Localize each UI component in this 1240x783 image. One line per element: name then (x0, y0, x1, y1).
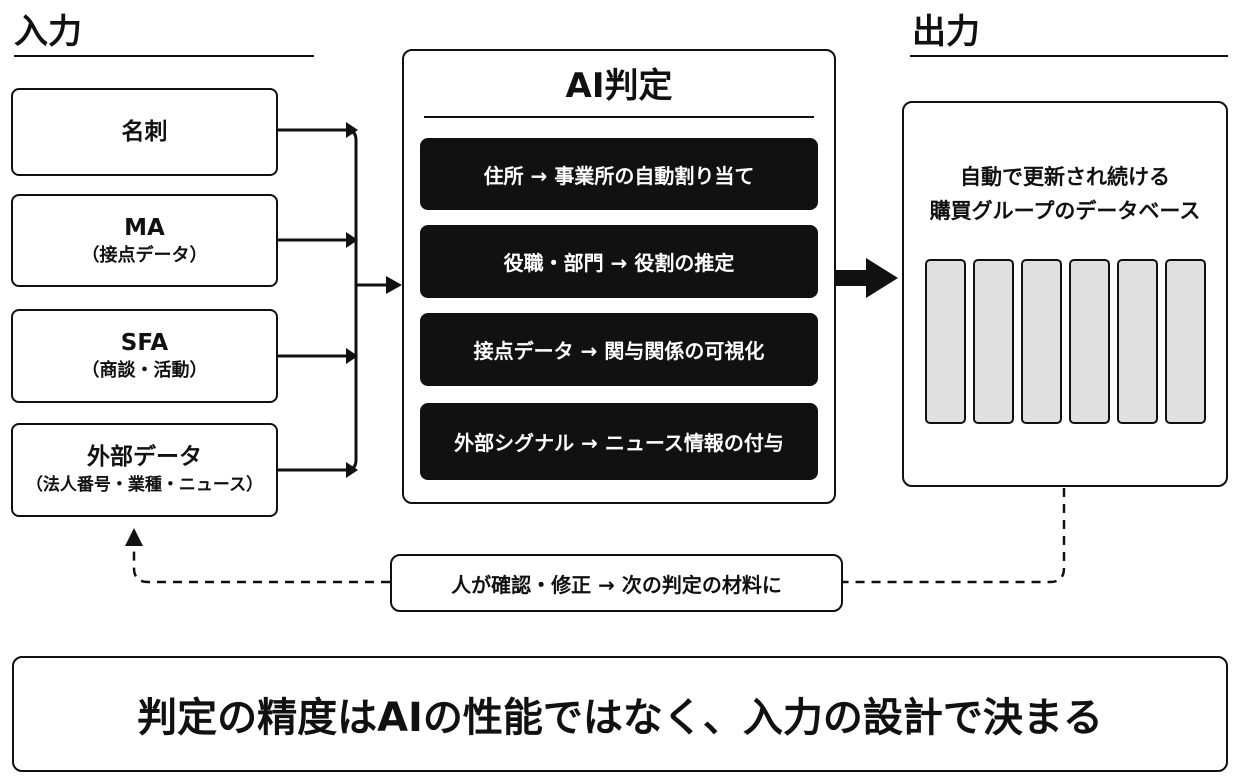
database-column-5 (1117, 259, 1158, 424)
ai-rule-address: 住所 → 事業所の自動割り当て (420, 138, 818, 210)
input-card-external-data: 外部データ （法人番号・業種・ニュース） (11, 423, 278, 517)
merge-to-ai-arrow (356, 276, 402, 294)
input-card-subtitle: （法人番号・業種・ニュース） (25, 475, 264, 495)
output-description: 自動で更新され続ける 購買グループのデータベース (902, 160, 1228, 228)
input-card-subtitle: （接点データ） (81, 244, 208, 266)
output-section-title: 出力 (912, 12, 980, 52)
output-title-underline (910, 55, 1228, 57)
output-line-2: 購買グループのデータベース (929, 199, 1201, 223)
conclusion-banner: 判定の精度はAIの性能ではなく、入力の設計で決まる (12, 656, 1228, 772)
input-card-title: 名刺 (121, 119, 168, 145)
database-column-2 (973, 259, 1014, 424)
input-arrowheads (346, 122, 358, 478)
ai-panel-title: AI判定 (565, 66, 673, 106)
database-column-6 (1165, 259, 1206, 424)
input-section-title: 入力 (14, 12, 82, 52)
input-card-business-card: 名刺 (11, 88, 278, 176)
input-card-title: SFA (120, 330, 169, 356)
input-card-ma: MA （接点データ） (11, 194, 278, 287)
database-column-3 (1021, 259, 1062, 424)
feedback-arrowhead (125, 528, 143, 546)
database-column-1 (925, 259, 966, 424)
ai-to-output-arrow (836, 258, 898, 298)
feedback-label: 人が確認・修正 → 次の判定の材料に (390, 554, 843, 612)
input-card-subtitle: （商談・活動） (81, 360, 208, 381)
ai-rule-role: 役職・部門 → 役割の推定 (420, 225, 818, 298)
input-card-title: 外部データ (87, 444, 202, 470)
input-card-title: MA (124, 214, 165, 241)
input-title-underline (14, 55, 314, 57)
feedback-dashed-loop (132, 488, 1066, 584)
input-card-sfa: SFA （商談・活動） (11, 309, 278, 403)
ai-rule-engagement: 接点データ → 関与関係の可視化 (420, 313, 818, 386)
ai-rule-external-signal: 外部シグナル → ニュース情報の付与 (420, 403, 818, 480)
database-column-4 (1069, 259, 1110, 424)
ai-title-underline (424, 116, 814, 118)
input-merge-connector (278, 128, 358, 472)
output-line-1: 自動で更新され続ける (960, 165, 1170, 189)
